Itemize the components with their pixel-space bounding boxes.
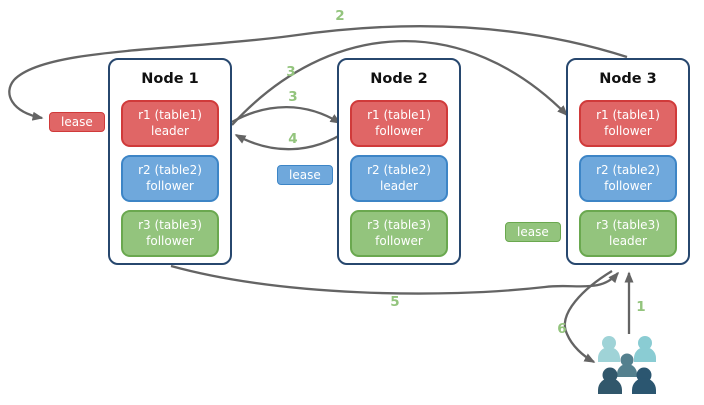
replica-label: r2 (table2): [596, 162, 660, 177]
step-label-6: 6: [557, 321, 567, 337]
arrow-step-3-to-node2: [231, 106, 342, 124]
step-label-3a: 3: [286, 64, 296, 80]
node-2-replica-r1: r1 (table1) follower: [350, 100, 448, 147]
replica-role: leader: [379, 178, 418, 193]
replica-label: r3 (table3): [367, 217, 431, 232]
node-1: Node 1 r1 (table1) leader r2 (table2) fo…: [108, 58, 232, 265]
replica-label: r1 (table1): [138, 107, 202, 122]
replica-role: leader: [608, 233, 647, 248]
node-2-replica-r2: r2 (table2) leader: [350, 155, 448, 202]
node-2-title: Node 2: [370, 71, 428, 87]
user-bottom-left: [598, 367, 622, 394]
node-1-replica-r3: r3 (table3) follower: [121, 210, 219, 257]
arrow-step-4: [234, 130, 348, 151]
replica-role: follower: [375, 123, 423, 138]
replica-role: follower: [604, 123, 652, 138]
arrow-step-5: [170, 264, 619, 295]
replica-role: leader: [150, 123, 189, 138]
lease-badge-r3: lease: [505, 222, 561, 242]
user-top-right: [634, 336, 656, 362]
arrow-step-2: [8, 24, 628, 121]
node-1-replica-r2: r2 (table2) follower: [121, 155, 219, 202]
replica-role: follower: [604, 178, 652, 193]
node-1-replica-r1: r1 (table1) leader: [121, 100, 219, 147]
replica-label: r1 (table1): [596, 107, 660, 122]
replica-role: follower: [146, 233, 194, 248]
step-label-3b: 3: [288, 89, 298, 105]
user-bottom-right: [632, 367, 656, 394]
replica-role: follower: [375, 233, 423, 248]
node-2-replica-r3: r3 (table3) follower: [350, 210, 448, 257]
replica-label: r2 (table2): [367, 162, 431, 177]
replica-role: follower: [146, 178, 194, 193]
arrow-step-3-to-node3: [231, 39, 569, 126]
user-middle: [617, 353, 637, 377]
node-3: Node 3 r1 (table1) follower r2 (table2) …: [566, 58, 690, 265]
replica-label: r3 (table3): [596, 217, 660, 232]
node-3-replica-r3: r3 (table3) leader: [579, 210, 677, 257]
node-2: Node 2 r1 (table1) follower r2 (table2) …: [337, 58, 461, 265]
step-label-4: 4: [288, 131, 298, 147]
users-icon: [598, 336, 656, 394]
replica-label: r2 (table2): [138, 162, 202, 177]
replica-label: r1 (table1): [367, 107, 431, 122]
replica-label: r3 (table3): [138, 217, 202, 232]
lease-badge-r1: lease: [49, 112, 105, 132]
node-3-title: Node 3: [599, 71, 657, 87]
lease-badge-r2: lease: [277, 165, 333, 185]
node-3-replica-r1: r1 (table1) follower: [579, 100, 677, 147]
step-label-5: 5: [390, 294, 400, 310]
arrow-step-6: [563, 270, 613, 364]
node-1-title: Node 1: [141, 71, 199, 87]
step-label-2: 2: [335, 8, 345, 24]
node-3-replica-r2: r2 (table2) follower: [579, 155, 677, 202]
user-top-left: [598, 336, 620, 362]
step-label-1: 1: [636, 299, 646, 315]
